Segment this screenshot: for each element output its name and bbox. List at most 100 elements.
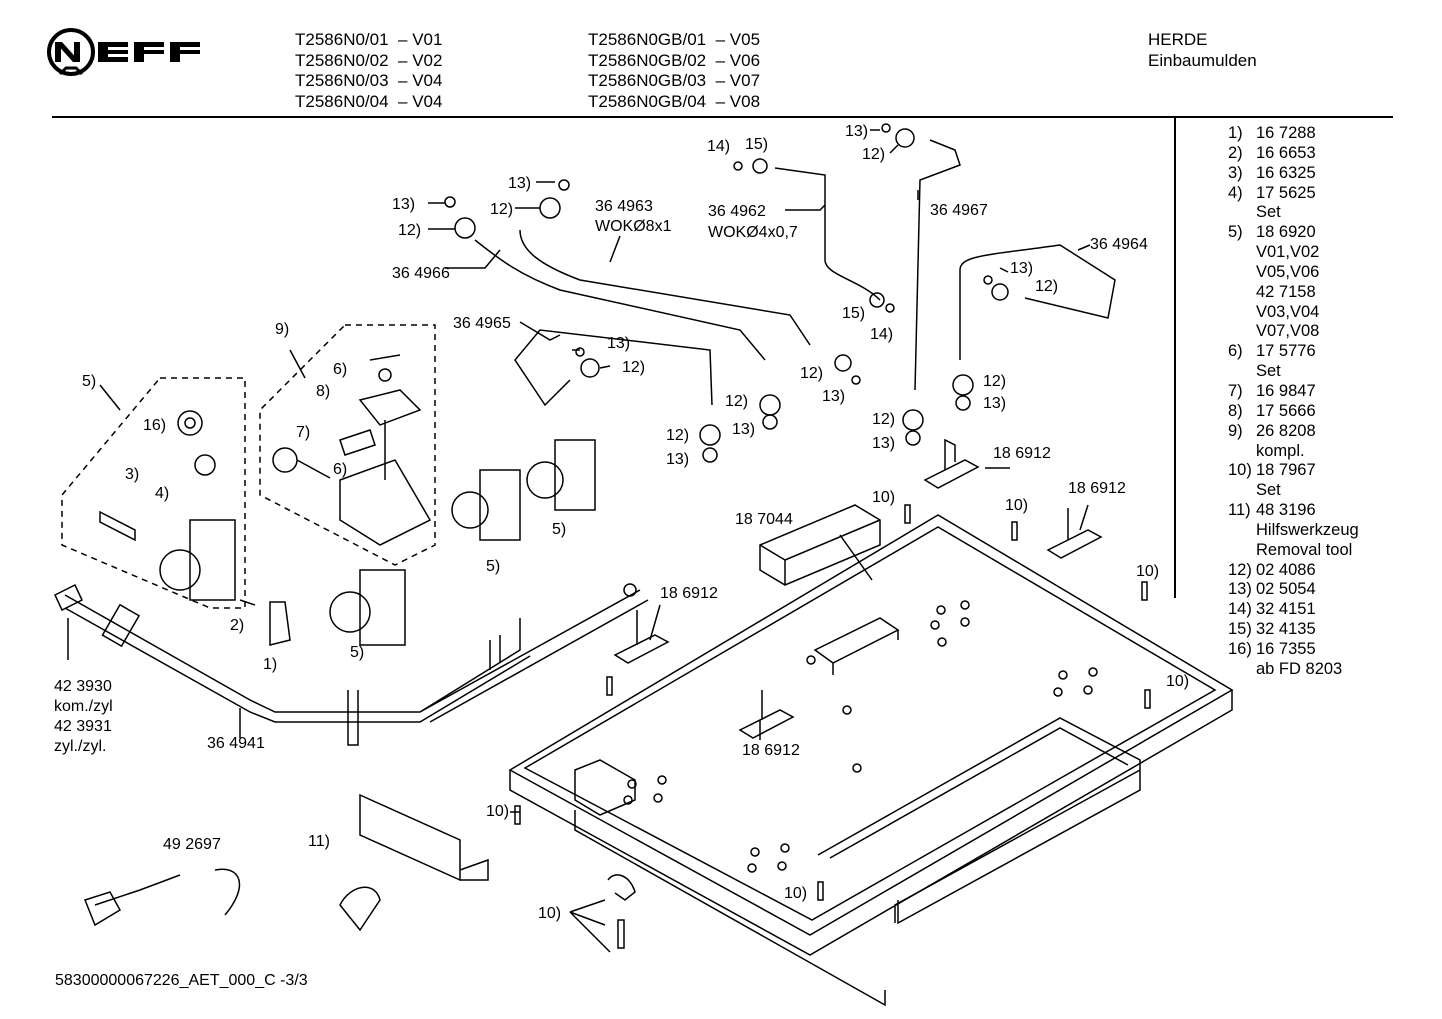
pipe-364965 (514, 329, 713, 407)
tray-bracket (813, 617, 900, 675)
callout-label: 14) (707, 138, 730, 155)
callout-label: 10) (1136, 563, 1159, 580)
part-number-label: 42 3930 (54, 678, 112, 695)
neff-logo-graphic (47, 28, 200, 76)
pipe-364964 (959, 244, 1116, 360)
callout-label: 16) (143, 417, 166, 434)
power-plug (84, 891, 122, 927)
part-number-label: kom./zyl (54, 698, 113, 715)
callout-label: 13) (732, 421, 755, 438)
part-number-label: 36 4962 (708, 203, 766, 220)
callout-label: 8) (316, 383, 330, 400)
callout-label: 12) (398, 222, 421, 239)
neff-logo (46, 28, 216, 80)
removal-tool-handle (339, 886, 381, 932)
part-number-label: 36 4941 (207, 735, 265, 752)
callout-label: 3) (125, 466, 139, 483)
part-number-label: WOKØ4x0,7 (708, 224, 798, 241)
nuts (444, 123, 1009, 463)
callout-label: 7) (296, 424, 310, 441)
model-row: T2586N0/02 – V02 (295, 50, 443, 70)
elbow-connector (54, 583, 83, 612)
model-row: T2586N0GB/02 – V06 (588, 50, 761, 70)
callout-label: 15) (745, 136, 768, 153)
callout-label: 15) (842, 305, 865, 322)
pipe-364967 (914, 139, 961, 391)
category-title: HERDE (1148, 30, 1208, 49)
callout-label: 12) (800, 365, 823, 382)
part-number-label: 42 3931 (54, 718, 112, 735)
callout-label: 5) (486, 558, 500, 575)
callout-label: 6) (333, 361, 347, 378)
part-number-label: 36 4964 (1090, 236, 1148, 253)
callout-label: 10) (872, 489, 895, 506)
header-rule (52, 116, 1393, 118)
parts-list-divider (1174, 117, 1176, 598)
callout-label: 9) (275, 321, 289, 338)
drawing-linework (54, 123, 1234, 1007)
model-list-right: T2586N0GB/01 – V05 T2586N0GB/02 – V06 T2… (588, 30, 760, 112)
callout-label: 4) (155, 485, 169, 502)
callout-label: 13) (392, 196, 415, 213)
callout-label: 13) (607, 335, 630, 352)
model-list-left: T2586N0/01 – V01 T2586N0/02 – V02 T2586N… (295, 30, 442, 112)
callout-label: 5) (82, 373, 96, 390)
part-number-label: zyl./zyl. (54, 738, 106, 755)
callout-label: 12) (862, 146, 885, 163)
subcategory-title: Einbaumulden (1148, 51, 1257, 70)
callout-label: 12) (983, 373, 1006, 390)
callout-label: 10) (538, 905, 561, 922)
document-footer: 58300000067226_AET_000_C -3/3 (55, 972, 308, 989)
callout-label: 5) (350, 644, 364, 661)
callout-label: 12) (490, 201, 513, 218)
callout-label: 13) (983, 395, 1006, 412)
callout-label: 12) (872, 411, 895, 428)
spring-clip (607, 874, 636, 901)
callout-label: 13) (872, 435, 895, 452)
callout-label: 10) (784, 885, 807, 902)
group-outline-9 (259, 324, 436, 566)
model-row: T2586N0/01 – V01 (295, 30, 443, 49)
callout-label: 13) (822, 388, 845, 405)
model-row: T2586N0GB/04 – V08 (588, 91, 761, 111)
callout-label: 5) (552, 521, 566, 538)
part-number-label: 36 4965 (453, 315, 511, 332)
callout-label: 12) (622, 359, 645, 376)
callout-label: 14) (870, 326, 893, 343)
control-module-187044 (759, 504, 881, 586)
callout-label: 1) (263, 656, 277, 673)
part-number-label: 36 4966 (392, 265, 450, 282)
pipe-364966 (474, 239, 766, 361)
callout-label: 13) (508, 175, 531, 192)
callout-label: 13) (1010, 260, 1033, 277)
part-number-label: 18 7044 (735, 511, 793, 528)
thermocouple-assembly (272, 354, 432, 546)
callout-label: 12) (666, 427, 689, 444)
pipe-364962 (774, 167, 881, 301)
valve-assemblies (99, 410, 596, 646)
model-row: T2586N0GB/03 – V07 (588, 71, 761, 90)
callout-label: 2) (230, 617, 244, 634)
gas-manifold-pipe (64, 589, 649, 746)
screws (514, 504, 1151, 949)
group-outline-5 (61, 377, 246, 609)
removal-tool (359, 793, 489, 882)
part-number-label: 49 2697 (163, 836, 221, 853)
callout-label: 13) (666, 451, 689, 468)
part-number-label: 18 6912 (742, 742, 800, 759)
callout-label: 6) (333, 461, 347, 478)
callout-label: 10) (1005, 497, 1028, 514)
hob-trough (817, 717, 1141, 925)
callout-labels: 13) 12) 13) 12) 14) 15) 13) 12) 36 4963 … (54, 123, 1189, 922)
manifold-end-bracket (101, 603, 141, 648)
callout-label: 10) (486, 803, 509, 820)
part-number-label: WOKØ8x1 (595, 218, 672, 235)
burner-holes (623, 600, 1098, 873)
callout-label: 12) (725, 393, 748, 410)
model-row: T2586N0/03 – V04 (295, 71, 443, 90)
model-row: T2586N0GB/01 – V05 (588, 30, 761, 49)
callout-label: 12) (1035, 278, 1058, 295)
part-number-label: 36 4967 (930, 202, 988, 219)
part-number-label: 36 4963 (595, 198, 653, 215)
